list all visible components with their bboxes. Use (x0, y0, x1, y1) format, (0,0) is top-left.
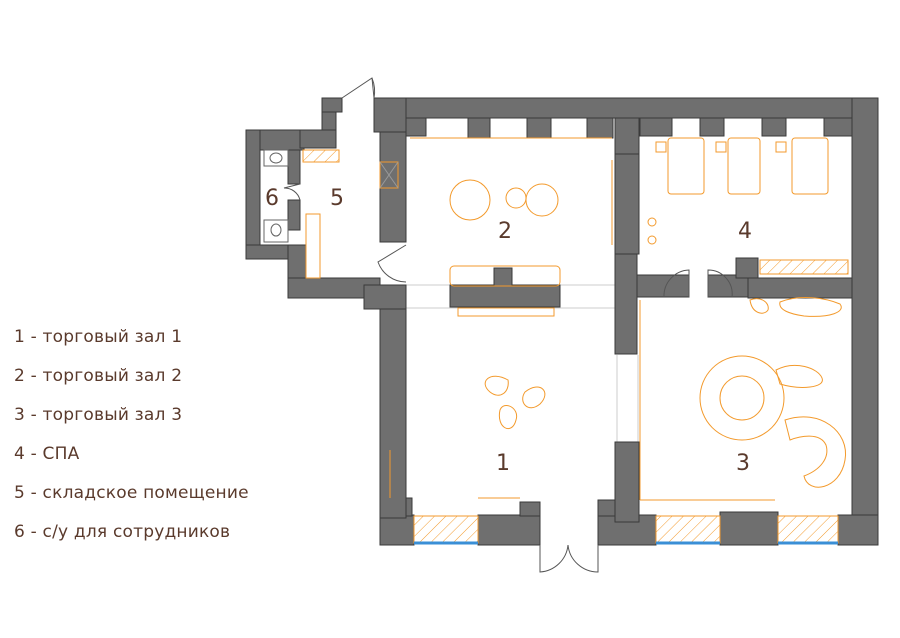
legend-item-6: 6 - с/у для сотрудников (14, 522, 231, 542)
room-label-2: 2 (498, 219, 512, 244)
open-span-lines (406, 284, 639, 445)
room-label-5: 5 (330, 186, 344, 211)
room-label-1: 1 (496, 451, 510, 476)
room-label-4: 4 (738, 219, 752, 244)
furniture (263, 137, 849, 501)
doors (283, 77, 733, 573)
room-label-3: 3 (736, 451, 750, 476)
room-label-6: 6 (265, 186, 279, 211)
legend-item-2: 2 - торговый зал 2 (14, 366, 183, 386)
walls (245, 97, 879, 546)
legend: 1 - торговый зал 1 2 - торговый зал 2 3 … (14, 318, 294, 552)
legend-item-1: 1 - торговый зал 1 (14, 327, 183, 347)
legend-item-3: 3 - торговый зал 3 (14, 405, 183, 425)
legend-item-5: 5 - складское помещение (14, 483, 249, 503)
windows (413, 515, 839, 545)
legend-item-4: 4 - СПА (14, 444, 80, 464)
